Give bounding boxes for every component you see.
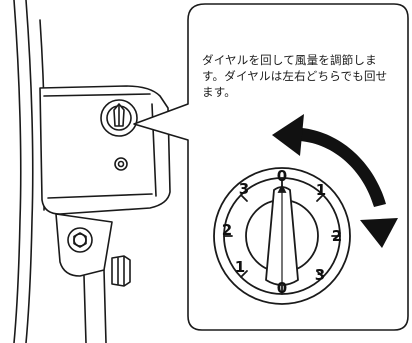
motor-box-top-edge [43,93,151,97]
rotation-arrow-band [300,128,386,207]
dial-label-lower-right: 3 [315,266,325,284]
dial-label-bottom: 0 [277,279,287,297]
callout-text: ダイヤルを回して風量を調節します。ダイヤルは左右どちらでも回せます。 [202,53,388,99]
motor-box-bottom-edge [47,193,153,199]
dial-label-upper-left: 3 [239,180,249,198]
dial-labels: 0 1 2 3 0 1 2 3 [222,167,342,297]
dial-knob-pointer [277,183,287,193]
rotation-arrowhead-right [360,218,398,248]
dial-ticks [223,177,341,295]
fan-guard-outer-curve [13,0,22,343]
bracket-bolt-outer [67,227,93,253]
dial-label-lower-left: 1 [235,258,245,276]
dial-label-top: 0 [277,167,287,185]
dial-label-right: 2 [332,227,342,245]
fan-housing [13,0,171,343]
tick-lower-right [316,270,324,278]
box-screw-outer [114,157,128,171]
tick-upper-left [240,194,248,202]
tilt-knob [111,255,131,287]
dial-label-upper-right: 1 [316,181,326,199]
tick-lower-left [240,270,248,278]
box-screw-inner [117,160,125,168]
stand-pole [83,269,107,343]
tick-upper-right [316,194,324,202]
double-headed-curved-arrow-icon [272,114,398,248]
fan-guard-inner-curve [25,0,34,343]
bracket-bolt-head [73,232,87,248]
dial [213,167,351,305]
dial-label-left: 2 [222,221,232,239]
rotation-arrowhead-left [272,114,304,156]
